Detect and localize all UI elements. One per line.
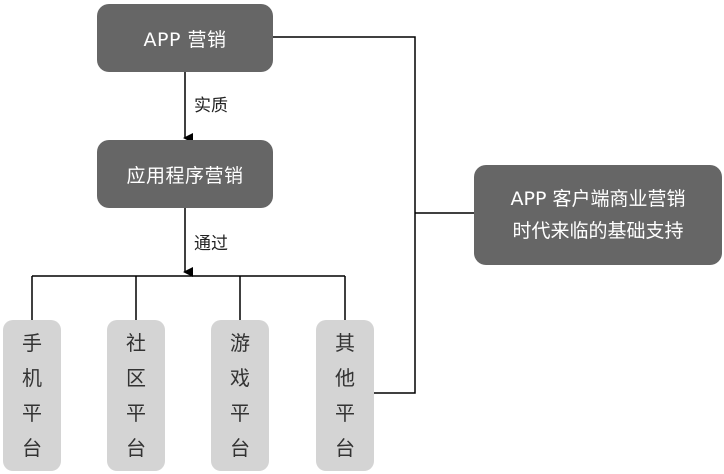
platform-community-box: 社 区 平 台 [107, 320, 165, 471]
app-platform-marketing-box: 应用程序营销 [97, 140, 273, 208]
support-box: APP 客户端商业营销 时代来临的基础支持 [474, 165, 722, 265]
platform-char: 台 [126, 435, 146, 460]
platform-char: 台 [22, 435, 42, 460]
platform-phone-box: 手 机 平 台 [3, 320, 61, 471]
platform-char: 平 [126, 400, 146, 425]
support-line-2: 时代来临的基础支持 [512, 220, 684, 242]
app-platform-marketing-label: 应用程序营销 [126, 164, 244, 187]
platform-char: 其 [335, 331, 355, 356]
platform-char: 机 [22, 366, 42, 391]
app-marketing-label: APP 营销 [143, 28, 227, 51]
via-label: 通过 [194, 234, 228, 254]
platform-char: 台 [335, 435, 355, 460]
platform-char: 台 [230, 435, 250, 460]
platform-char: 区 [126, 366, 146, 391]
platform-char: 戏 [230, 366, 250, 391]
essence-label: 实质 [194, 96, 228, 116]
platform-char: 平 [22, 400, 42, 425]
platform-char: 平 [230, 400, 250, 425]
platform-char: 社 [126, 331, 146, 356]
support-line-1: APP 客户端商业营销 [510, 188, 686, 210]
support-bracket [273, 36, 416, 394]
platform-char: 平 [335, 400, 355, 425]
platform-game-box: 游 戏 平 台 [211, 320, 269, 471]
platform-char: 手 [22, 331, 42, 356]
app-marketing-box: APP 营销 [97, 4, 273, 72]
platform-other-box: 其 他 平 台 [316, 320, 374, 471]
platform-char: 游 [230, 331, 250, 356]
platform-char: 他 [335, 366, 355, 391]
